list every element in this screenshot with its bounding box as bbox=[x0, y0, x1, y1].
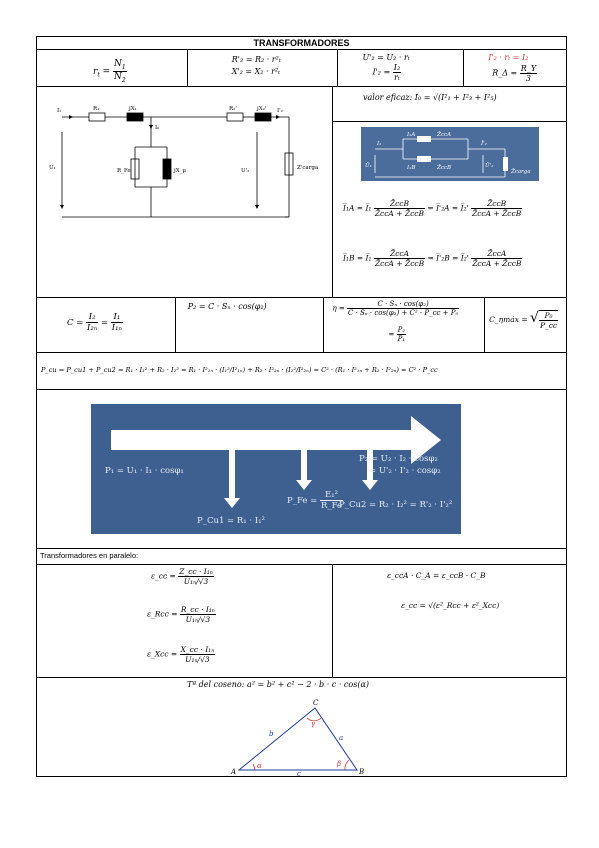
ecc-components: ε_cc = √(ε²_Rcc + ε²_Xcc) bbox=[401, 601, 500, 610]
blue-label-zcarga: Z̄carga bbox=[510, 168, 531, 175]
cosine-triangle: A B C a b c α β γ bbox=[230, 699, 364, 776]
copper-loss-row: P_cu = P_cu1 + P_cu2 = R₁ · I₁² + R₂ · I… bbox=[37, 353, 566, 390]
cell-impedance-ref: R'₂ = R₂ · r²ₜ X'₂ = X₂ · r²ₜ bbox=[188, 50, 339, 86]
angle-alpha: α bbox=[257, 762, 262, 770]
p2-flow-formula: P₂ = U₂ · I₂ · cosφ₂ bbox=[359, 454, 438, 464]
label-r2p: R₂' bbox=[229, 106, 237, 112]
vertex-c: C bbox=[313, 699, 319, 707]
blue-label-zcca: Z̄ccA bbox=[436, 131, 451, 138]
cell-efficiency: η = C · Sₙ · cos(φ₂)C · Sₙ · cos(φ₂) + C… bbox=[324, 298, 486, 352]
side-b: b bbox=[269, 730, 274, 738]
vertex-b: B bbox=[358, 768, 364, 776]
power-flow-arrows bbox=[111, 416, 441, 508]
side-c: c bbox=[297, 770, 301, 776]
current-ratio-red: I'₂ · rₜ = I₂ bbox=[488, 53, 529, 62]
efficiency-formula: η = C · Sₙ · cos(φ₂)C · Sₙ · cos(φ₂) + C… bbox=[332, 300, 460, 317]
blue-label-i2: Ī'₂ bbox=[480, 140, 487, 147]
label-zcarga: Z'carga bbox=[297, 165, 319, 171]
blue-label-i1b: I₁B bbox=[406, 165, 415, 171]
label-r1: R₁ bbox=[93, 106, 99, 112]
cosine-row: Tª del coseno: a² = b² + c² − 2 · b · c … bbox=[37, 678, 566, 776]
label-i1: I₁ bbox=[57, 108, 61, 114]
sheet-title: TRANSFORMADORES bbox=[37, 37, 566, 50]
side-a: a bbox=[339, 734, 343, 742]
copper-loss-formula: P_cu = P_cu1 + P_cu2 = R₁ · I₁² + R₂ · I… bbox=[41, 366, 438, 374]
p2-formula: P₂ = C · Sₙ · cos(φ₂) bbox=[187, 302, 267, 311]
x2-ref: X'₂ = X₂ · r²ₜ bbox=[231, 67, 281, 76]
pcu2-formula: P_Cu2 = R₂ · I₂² = R'₂ · I'₂² bbox=[339, 500, 453, 510]
eficaz-formula: valor eficaz: I₀ = √(I²₁ + I²₃ + I²₅) bbox=[363, 93, 497, 102]
ecc-relation: ε_ccA · C_A = ε_ccB · C_B bbox=[387, 571, 486, 580]
label-u1: U₁ bbox=[49, 165, 56, 171]
parallel-circuit-diagram: I₁ I₁A Z̄ccA I₁B Z̄ccB Ī'₂ Ū₁ Ū'₂ Z̄carg… bbox=[361, 127, 539, 181]
vertex-a: A bbox=[230, 768, 236, 776]
angle-beta: β bbox=[336, 760, 341, 768]
p1-formula: P₁ = U₁ · I₁ · cosφ₁ bbox=[105, 466, 184, 476]
angle-gamma: γ bbox=[311, 720, 316, 728]
label-jx1: jX₁ bbox=[128, 106, 137, 112]
parallel-heading: Transformadores en paralelo: bbox=[40, 551, 139, 560]
u2-ref: U'₂ = U₂ · rₜ bbox=[362, 53, 410, 62]
blue-label-zccb: Z̄ccB bbox=[436, 164, 451, 171]
label-jxmu: jX_μ bbox=[173, 168, 186, 174]
r2-ref: R'₂ = R₂ · r²ₜ bbox=[231, 55, 281, 64]
power-flow-row: P₁ = U₁ · I₁ · cosφ₁ P₂ = U₂ · I₂ · cosφ… bbox=[37, 390, 566, 549]
blue-label-i1a: I₁A bbox=[406, 132, 415, 138]
parallel-heading-row: Transformadores en paralelo: bbox=[37, 549, 566, 565]
label-rfe: R_Fe bbox=[117, 168, 131, 174]
power-flow-diagram: P₁ = U₁ · I₁ · cosφ₁ P₂ = U₂ · I₂ · cosφ… bbox=[91, 404, 461, 534]
cell-parallel-relations: ε_ccA · C_A = ε_ccB · C_B ε_cc = √(ε²_Rc… bbox=[333, 565, 566, 677]
label-i2p: I'₂ bbox=[277, 108, 283, 114]
equivalent-circuit-cell: I₁ R₁ jX₁ R₂' jX₂' I'₂ I₀ U₁ R_Fe jX_μ U… bbox=[37, 87, 333, 297]
parallel-currents-cell: valor eficaz: I₀ = √(I²₁ + I²₃ + I²₅) bbox=[333, 87, 566, 297]
p2-flow-formula-prime: = U'₂ · I'₂ · cosφ₂ bbox=[369, 466, 441, 476]
label-i0: I₀ bbox=[155, 125, 160, 131]
blue-label-u2: Ū'₂ bbox=[485, 162, 493, 169]
equivalent-circuit-diagram: I₁ R₁ jX₁ R₂' jX₂' I'₂ I₀ U₁ R_Fe jX_μ U… bbox=[49, 106, 319, 218]
pcu1-formula: P_Cu1 = R₁ · I₁² bbox=[197, 516, 265, 526]
label-jx2p: jX₂' bbox=[256, 106, 266, 112]
circuit-row: I₁ R₁ jX₁ R₂' jX₂' I'₂ I₀ U₁ R_Fe jX_μ U… bbox=[37, 87, 566, 298]
label-u2p: U'₂ bbox=[241, 168, 249, 174]
cosine-law-title: Tª del coseno: a² = b² + c² − 2 · b · c … bbox=[187, 680, 369, 689]
blue-label-i1: I₁ bbox=[376, 141, 381, 147]
blue-label-u1: Ū₁ bbox=[365, 162, 372, 169]
cell-output-power: P₂ = C · Sₙ · cos(φ₂) bbox=[176, 298, 325, 352]
